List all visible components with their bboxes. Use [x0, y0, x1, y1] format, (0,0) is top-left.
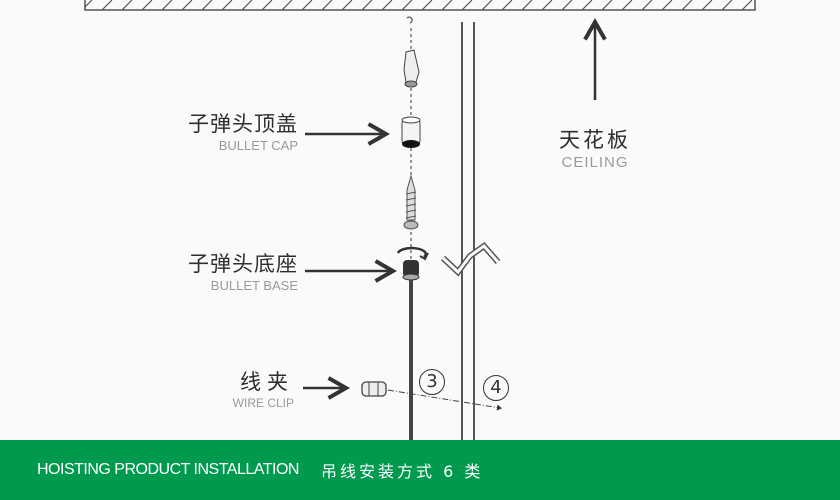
hook-icon — [406, 16, 413, 24]
break-symbol — [440, 241, 501, 277]
bullet-cap-cn: 子弹头顶盖 — [188, 112, 298, 136]
ceiling-slab — [84, 0, 756, 11]
clip-guide-line — [387, 389, 502, 411]
wire-clip-icon — [361, 381, 387, 397]
wire-clip-label: 线夹 WIRE CLIP — [233, 366, 294, 410]
diagram-drawing — [84, 0, 756, 440]
bullet-base-icon — [396, 246, 429, 281]
footer-bar: HOISTING PRODUCT INSTALLATION 吊线安装方式 6 类 — [0, 440, 840, 500]
bullet-cap-en: BULLET CAP — [218, 138, 298, 153]
wire-clip-en: WIRE CLIP — [232, 396, 294, 410]
ceiling-cn: 天花板 — [559, 128, 631, 152]
wire-clip-cn: 线夹 — [240, 370, 294, 394]
bullet-cap-icon — [401, 116, 421, 148]
screw-icon — [403, 174, 419, 230]
step-3-badge: 3 — [419, 369, 445, 395]
bullet-base-label: 子弹头底座 BULLET BASE — [188, 248, 298, 293]
ceiling-label: 天花板 CEILING — [545, 124, 645, 171]
footer-title-en: HOISTING PRODUCT INSTALLATION — [37, 461, 299, 478]
ceiling-en: CEILING — [561, 154, 629, 171]
bullet-base-en: BULLET BASE — [210, 278, 298, 293]
step-4-badge: 4 — [483, 375, 509, 401]
bullet-base-cn: 子弹头底座 — [188, 252, 298, 276]
bullet-cap-label: 子弹头顶盖 BULLET CAP — [188, 108, 298, 153]
wall-plug-icon — [403, 49, 420, 88]
footer-title-cn: 吊线安装方式 6 类 — [320, 462, 484, 481]
